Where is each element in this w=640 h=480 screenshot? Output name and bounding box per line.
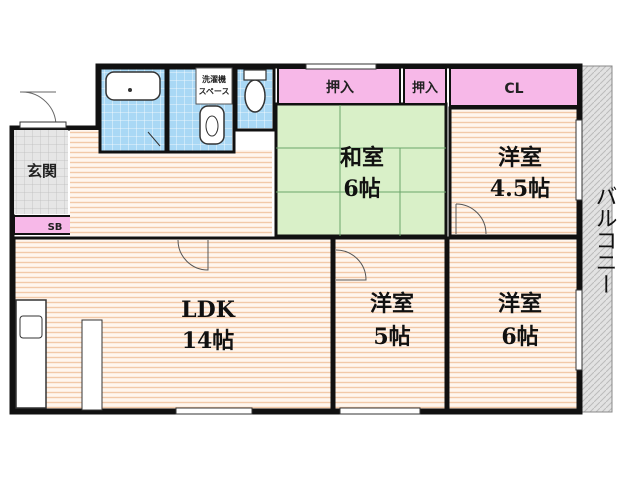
entrance: 玄関 bbox=[14, 91, 68, 214]
hallway bbox=[70, 150, 272, 236]
closet-label: CL bbox=[504, 81, 523, 97]
washer-space-label-2: スペース bbox=[198, 87, 229, 96]
ldk-size: 14帖 bbox=[182, 328, 235, 354]
oshiire-1-label: 押入 bbox=[326, 79, 354, 96]
yoshitsu-4-5-room: 洋室 4.5帖 bbox=[448, 106, 580, 238]
yoshitsu-4-5-size: 4.5帖 bbox=[490, 176, 550, 202]
bathroom bbox=[98, 66, 168, 154]
washroom: 洗濯機 スペース bbox=[166, 66, 236, 154]
oshiire-2: 押入 bbox=[403, 67, 447, 105]
washitsu-name: 和室 bbox=[340, 145, 384, 171]
yoshitsu-5-size: 5帖 bbox=[373, 324, 410, 350]
balcony-label: バルコニー bbox=[592, 185, 617, 295]
yoshitsu-6-name: 洋室 bbox=[498, 291, 542, 317]
yoshitsu-5-name: 洋室 bbox=[370, 291, 414, 317]
entrance-door-swing bbox=[21, 91, 57, 127]
washer-space-label-1: 洗濯機 bbox=[202, 74, 226, 84]
yoshitsu-4-5-name: 洋室 bbox=[498, 145, 542, 171]
yoshitsu-5-room: 洋室 5帖 bbox=[332, 236, 448, 412]
oshiire-2-label: 押入 bbox=[412, 80, 438, 96]
windows bbox=[175, 63, 583, 415]
toilet-icon bbox=[244, 79, 266, 113]
bathtub-icon bbox=[105, 71, 161, 101]
shoe-box-label: SB bbox=[48, 222, 63, 233]
closet: CL bbox=[449, 67, 579, 107]
toilet bbox=[234, 66, 276, 132]
ldk-name: LDK bbox=[181, 297, 236, 323]
washitsu-room: 和室 6帖 bbox=[274, 102, 448, 238]
sink-icon bbox=[199, 105, 225, 145]
yoshitsu-6-size: 6帖 bbox=[501, 324, 538, 350]
yoshitsu-6-room: 洋室 6帖 bbox=[446, 236, 580, 412]
entrance-label: 玄関 bbox=[27, 162, 57, 180]
stove-icon bbox=[19, 315, 43, 339]
oshiire-1: 押入 bbox=[277, 67, 401, 105]
ldk-room: LDK 14帖 bbox=[12, 236, 334, 412]
washitsu-size: 6帖 bbox=[343, 176, 380, 202]
balcony: バルコニー bbox=[581, 65, 617, 413]
